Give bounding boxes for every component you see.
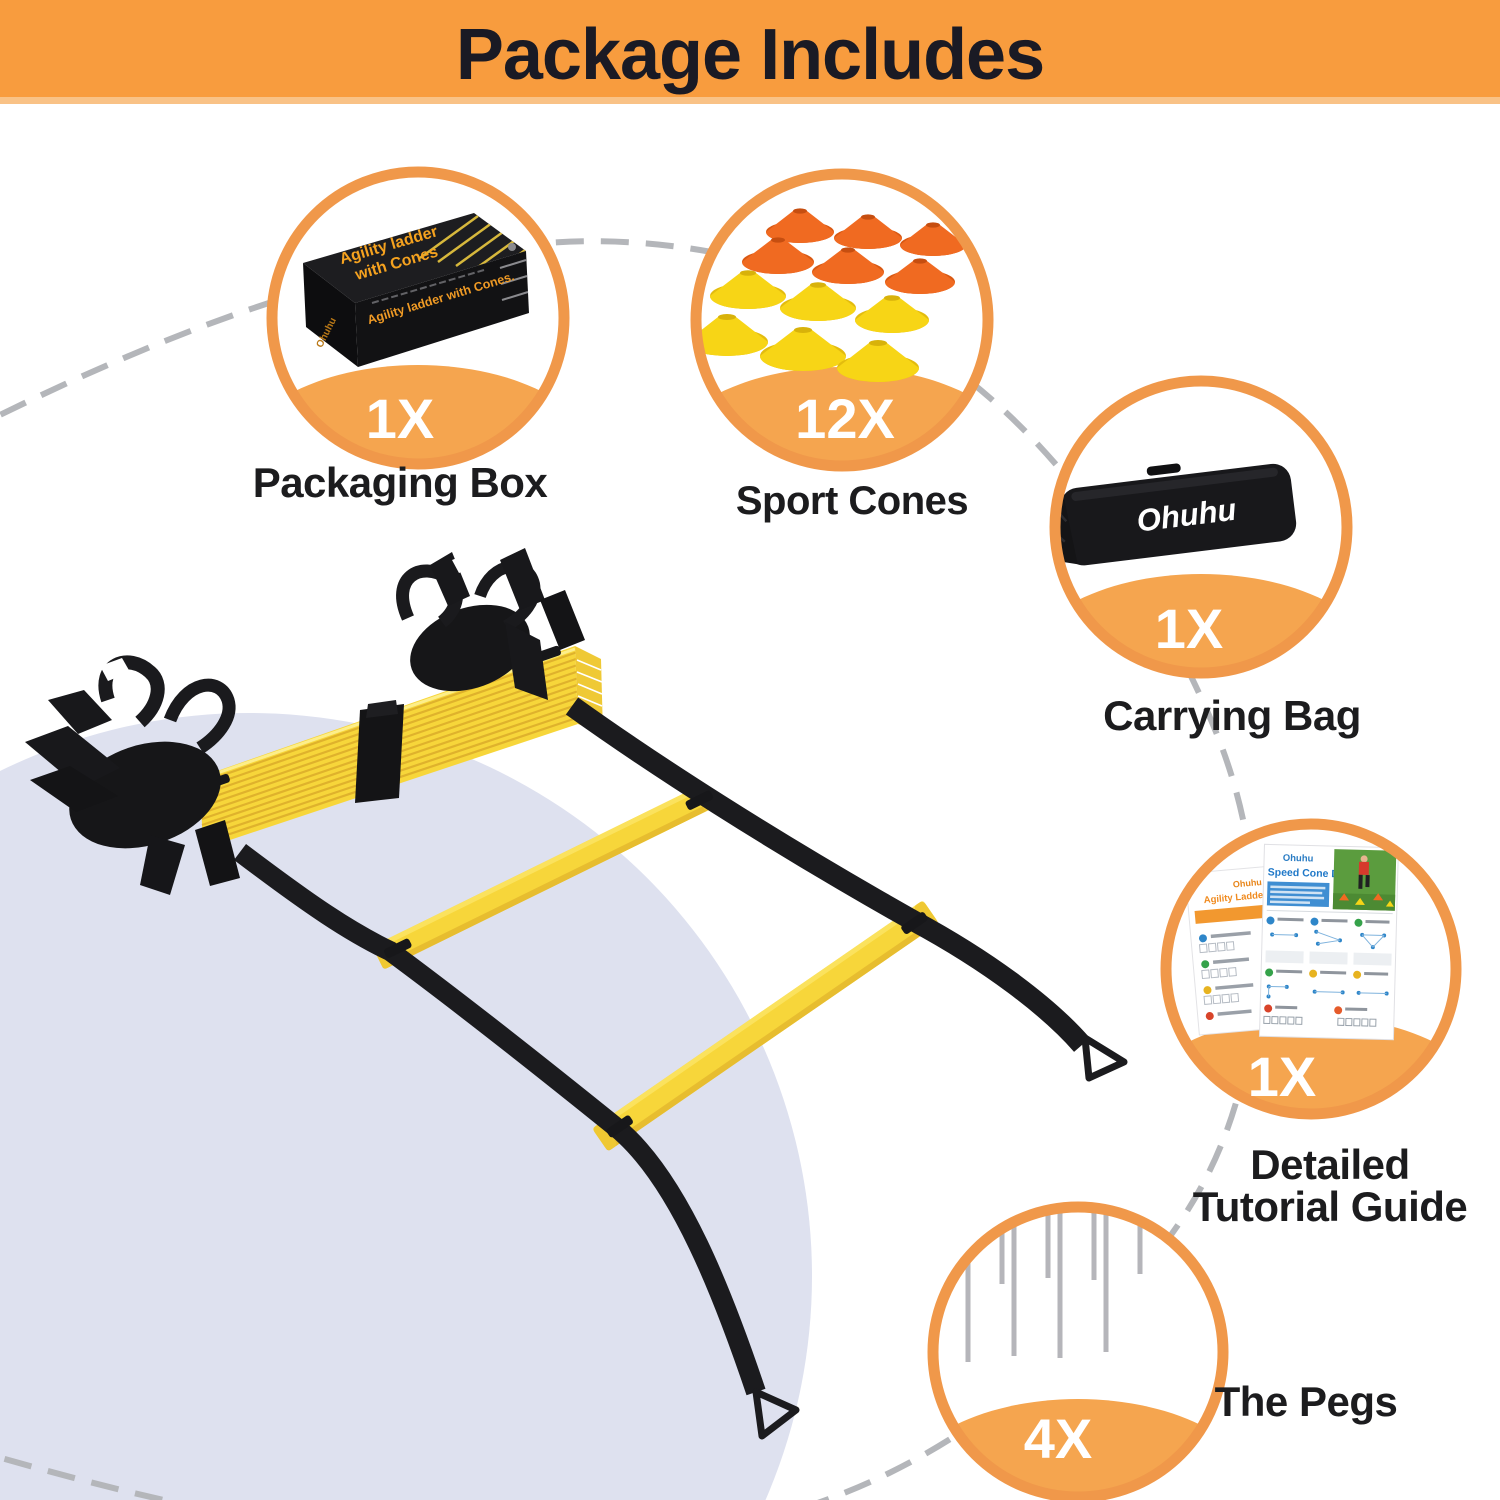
callout-ring	[266, 166, 570, 470]
ladder-rail-top	[565, 697, 1090, 1052]
strap-bundle-top	[396, 548, 585, 700]
item-label-tutorial-guide-line2: Tutorial Guide	[1193, 1183, 1468, 1230]
header-banner: Package Includes	[0, 0, 1500, 104]
callout-tutorial-guide: Ohuhu Agility Ladder Drills	[1160, 818, 1468, 1230]
item-label-packaging-box: Packaging Box	[253, 459, 549, 506]
qty-badge: 4X	[1024, 1407, 1093, 1470]
callout-packaging-box: Agility ladder with Cones Agility ladder…	[253, 166, 570, 506]
callout-carrying-bag: Ohuhu 1X Carrying Bag	[1049, 375, 1361, 739]
ladder-rung	[593, 901, 938, 1151]
velcro-strap	[355, 704, 404, 803]
guide-left-brand: Ohuhu	[1232, 877, 1262, 889]
strap-bundle-left	[25, 655, 240, 895]
qty-badge: 12X	[795, 387, 895, 450]
guide-photo	[1332, 849, 1397, 911]
strap-hole	[452, 552, 479, 573]
page-title: Package Includes	[456, 15, 1044, 95]
item-label-carrying-bag: Carrying Bag	[1103, 692, 1361, 739]
tutorial-guide-image: Ohuhu Agility Ladder Drills	[1184, 843, 1399, 1041]
qty-crescent	[1166, 1016, 1456, 1114]
callout-ring	[1160, 818, 1462, 1120]
qty-crescent	[696, 367, 988, 466]
qty-badge: 1X	[1248, 1045, 1317, 1108]
callout-sport-cones: 12X Sport Cones	[690, 168, 994, 523]
orange-cones	[742, 208, 966, 294]
folded-ladder-stack	[199, 645, 604, 849]
qty-badge: 1X	[366, 387, 435, 450]
callout-pegs: 4X The Pegs	[927, 1201, 1398, 1500]
guide-right-brand: Ohuhu	[1283, 853, 1314, 865]
banner-strip	[0, 97, 1500, 104]
packaging-box-image: Agility ladder with Cones Agility ladder…	[303, 213, 529, 367]
callout-ring	[927, 1201, 1229, 1500]
ladder-rail-bottom	[233, 844, 766, 1396]
rung-slots	[383, 790, 928, 1138]
sport-cones-image	[696, 208, 966, 382]
callout-ring	[1049, 375, 1353, 679]
triangle-handle	[1081, 1034, 1128, 1082]
triangle-handle	[752, 1388, 800, 1440]
yellow-cones	[696, 270, 929, 382]
qty-badge: 1X	[1155, 597, 1224, 660]
qty-crescent	[1055, 574, 1347, 673]
banner-rect	[0, 0, 1500, 97]
item-label-pegs: The Pegs	[1215, 1378, 1398, 1425]
backdrop-circle	[0, 713, 812, 1500]
dashed-connector	[0, 238, 1261, 1500]
qty-crescent	[933, 1399, 1223, 1497]
carrying-bag-image: Ohuhu	[1055, 463, 1297, 566]
agility-ladder-image	[25, 548, 1128, 1440]
item-label-sport-cones: Sport Cones	[736, 479, 968, 523]
qty-crescent	[272, 365, 564, 464]
guide-sheet-right: Ohuhu Speed Cone Drills	[1258, 843, 1399, 1041]
item-label-tutorial-guide-line1: Detailed	[1250, 1141, 1409, 1188]
strap-hole	[100, 658, 130, 681]
callout-ring	[690, 168, 994, 472]
